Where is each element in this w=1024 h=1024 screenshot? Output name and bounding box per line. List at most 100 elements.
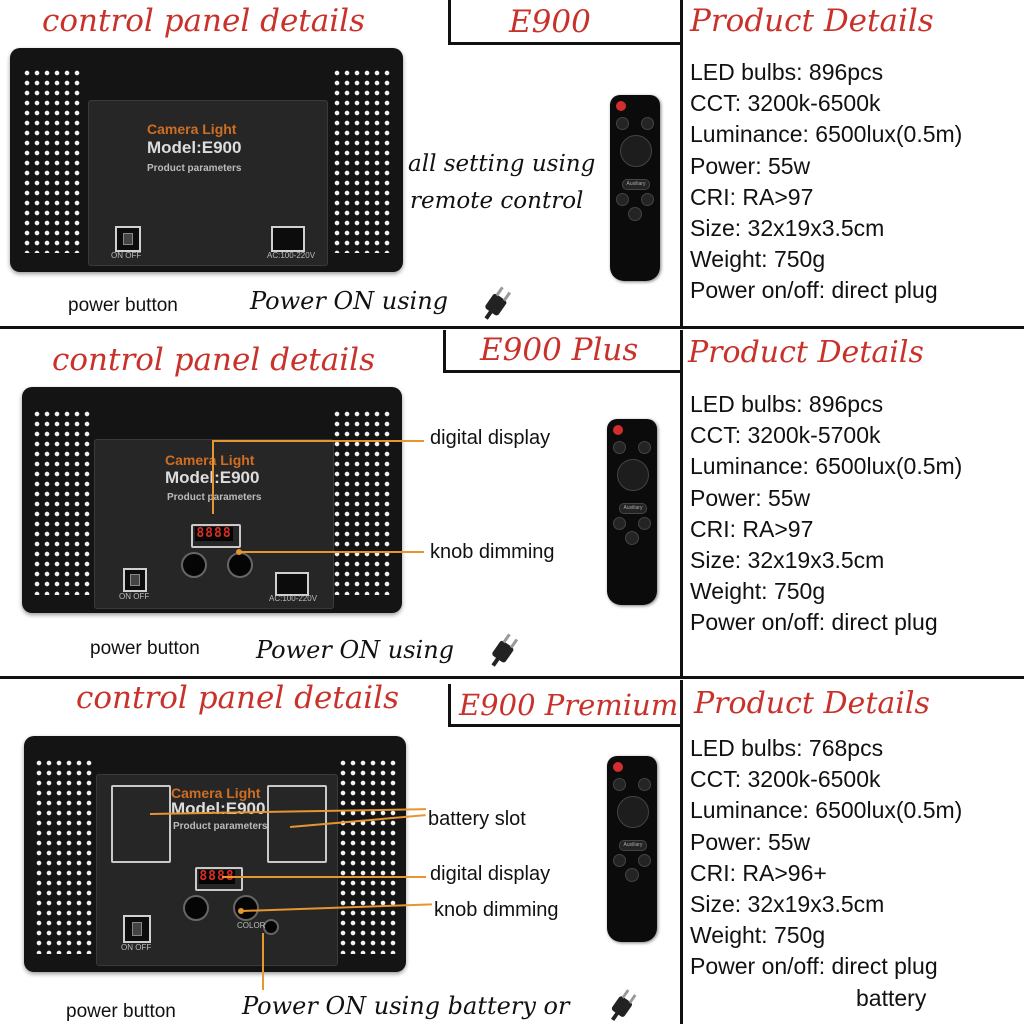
spec-list: LED bulbs: 896pcs CCT: 3200k-5700k Lumin… <box>690 389 962 639</box>
section-divider <box>0 676 1024 679</box>
digital-display: 8888 <box>199 869 235 884</box>
plate-brand: Camera Light <box>147 121 237 137</box>
spec-list: LED bulbs: 896pcs CCT: 3200k-6500k Lumin… <box>690 57 962 307</box>
column-divider <box>680 680 683 1024</box>
spec-cct: CCT: 3200k-5700k <box>690 422 881 449</box>
control-plate: Camera Light Model:E900 Product paramete… <box>96 774 338 966</box>
control-panel-title: control panel details <box>76 680 399 716</box>
switch-rocker <box>132 922 142 936</box>
ac-socket <box>275 572 309 596</box>
remote-ct-plus <box>641 193 654 206</box>
remote-ct-plus <box>638 517 651 530</box>
column-divider <box>680 330 683 676</box>
switch-label: ON OFF <box>121 943 152 952</box>
remote-power-button <box>613 762 623 772</box>
led-vent-left <box>22 68 82 253</box>
remote-aux-button: Auxiliary <box>619 503 647 514</box>
led-vent-left <box>32 409 94 595</box>
knob-dimming-label: knob dimming <box>430 541 555 563</box>
remote-ct-plus <box>638 854 651 867</box>
remote-section-button <box>625 868 639 882</box>
remote-aux-button: Auxiliary <box>619 840 647 851</box>
power-switch[interactable] <box>123 915 151 943</box>
power-switch[interactable] <box>115 226 141 252</box>
plate-params-heading: Product parameters <box>173 821 268 832</box>
remote-control: Auxiliary <box>610 95 660 281</box>
product-details-title: Product Details <box>688 335 924 370</box>
remote-control: Auxiliary <box>607 756 657 942</box>
remote-off-button <box>638 441 651 454</box>
plate-model: Model:E900 <box>171 799 266 818</box>
spec-luminance: Luminance: 6500lux(0.5m) <box>690 453 963 480</box>
product-details-title: Product Details <box>690 3 934 39</box>
spec-weight: Weight: 750g <box>690 922 826 949</box>
remote-off-button <box>641 117 654 130</box>
plate-brand: Camera Light <box>171 785 261 801</box>
product-details-title: Product Details <box>694 686 930 721</box>
ac-label: AC:100-220V <box>269 594 318 603</box>
knob-dimming-label: knob dimming <box>434 899 559 921</box>
remote-power-button <box>616 101 626 111</box>
spec-list: LED bulbs: 768pcs CCT: 3200k-6500k Lumin… <box>690 733 962 1014</box>
knob-brightness[interactable] <box>181 552 207 578</box>
switch-rocker <box>130 574 140 586</box>
spec-cri: CRI: RA>97 <box>690 183 814 210</box>
display-frame <box>191 524 241 548</box>
spec-size: Size: 32x19x3.5cm <box>690 546 885 573</box>
spec-cri: CRI: RA>97 <box>690 515 814 542</box>
power-button-label: power button <box>66 1001 176 1022</box>
plate-params-heading: Product parameters <box>167 492 262 503</box>
spec-power: Power: 55w <box>690 484 811 511</box>
power-button-label: power button <box>68 295 178 316</box>
model-name: E900 Premium <box>459 688 679 722</box>
model-name-box: E900 <box>448 0 683 45</box>
spec-cct: CCT: 3200k-6500k <box>690 90 881 117</box>
plate-params-heading: Product parameters <box>147 163 242 174</box>
plug-icon <box>611 989 637 1021</box>
digital-display-callout-drop <box>212 440 214 514</box>
color-label: COLOR <box>237 921 266 930</box>
power-on-label: Power ON using <box>256 636 455 664</box>
ac-label: AC:100-220V <box>267 251 316 260</box>
spec-power-onoff: Power on/off: direct plug <box>690 277 938 304</box>
spec-cct: CCT: 3200k-6500k <box>690 766 881 793</box>
control-plate: Camera Light Model:E900 Product paramete… <box>94 439 334 609</box>
spec-size: Size: 32x19x3.5cm <box>690 890 885 917</box>
remote-dpad <box>617 459 649 491</box>
digital-display: 8888 <box>195 526 233 541</box>
section-e900-plus: control panel details E900 Plus Product … <box>0 330 1024 676</box>
switch-label: ON OFF <box>119 592 150 601</box>
spec-weight: Weight: 750g <box>690 246 826 273</box>
battery-slot-left <box>111 785 171 863</box>
spec-power-battery: battery <box>856 984 927 1011</box>
spec-luminance: Luminance: 6500lux(0.5m) <box>690 121 963 148</box>
remote-note-line-2: remote control <box>410 188 584 214</box>
led-vent-right <box>338 758 398 954</box>
control-plate: Camera Light Model:E900 Product paramete… <box>88 100 328 266</box>
plug-icon <box>491 633 519 667</box>
battery-power-button[interactable] <box>263 919 279 935</box>
spec-led-bulbs: LED bulbs: 896pcs <box>690 59 884 85</box>
remote-section-button <box>625 531 639 545</box>
knob-brightness[interactable] <box>183 895 209 921</box>
control-panel-title: control panel details <box>52 342 375 378</box>
switch-label: ON OFF <box>111 251 142 260</box>
plate-model: Model:E900 <box>147 138 242 157</box>
remote-control: Auxiliary <box>607 419 657 605</box>
led-vent-right <box>332 409 394 595</box>
remote-dpad <box>617 796 649 828</box>
column-divider <box>680 0 683 326</box>
spec-weight: Weight: 750g <box>690 578 826 605</box>
knob-callout-dot <box>236 549 242 555</box>
knob-color[interactable] <box>233 895 259 921</box>
model-name-box: E900 Premium <box>448 684 683 727</box>
model-name: E900 <box>509 4 591 40</box>
remote-on-button <box>613 778 626 791</box>
remote-ct-minus <box>616 193 629 206</box>
remote-aux-button: Auxiliary <box>622 179 650 190</box>
knob-callout-dot <box>238 908 244 914</box>
knob-color[interactable] <box>227 552 253 578</box>
section-divider <box>0 326 1024 329</box>
power-switch[interactable] <box>123 568 147 592</box>
spec-power: Power: 55w <box>690 152 811 179</box>
